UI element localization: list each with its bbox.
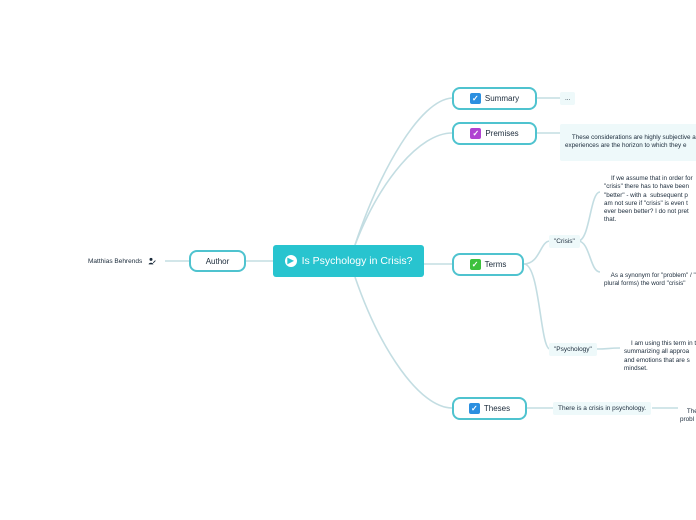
theses-child-node[interactable]: There is a crisis in psychology. — [553, 402, 652, 415]
connector-premises — [354, 132, 453, 246]
branch-summary[interactable]: ✓ Summary — [452, 87, 537, 110]
terms-crisis-node[interactable]: "Crisis" — [549, 235, 580, 248]
premises-child-node[interactable]: These considerations are highly subjecti… — [560, 124, 696, 161]
theses-grandchild-text: The " probl — [680, 408, 696, 424]
crisis-definition-text: If we assume that in order for "crisis" … — [604, 175, 693, 224]
person-edit-icon — [148, 257, 156, 265]
connector-summary — [354, 97, 453, 246]
branch-theses[interactable]: ✓ Theses — [452, 397, 527, 420]
summary-child-text: ... — [565, 95, 571, 102]
summary-child-node[interactable]: ... — [560, 92, 576, 105]
psychology-definition-text: I am using this term in t summarizing al… — [624, 340, 696, 372]
author-name-node[interactable]: Matthias Behrends — [88, 255, 168, 267]
checkbox-checked-icon[interactable]: ✓ — [468, 403, 480, 414]
central-topic[interactable]: ▶ Is Psychology in Crisis? — [273, 245, 424, 277]
central-topic-icon: ▶ — [284, 255, 297, 267]
crisis-synonym-node[interactable]: As a synonym for "problem" / " plural fo… — [604, 264, 696, 297]
checkbox-checked-icon[interactable]: ✓ — [470, 128, 482, 139]
branch-theses-label: Theses — [483, 404, 511, 413]
branch-terms[interactable]: ✓ Terms — [452, 253, 524, 276]
branch-terms-label: Terms — [484, 260, 507, 269]
theses-grandchild-node[interactable]: The " probl — [680, 400, 696, 433]
connector-terms-psychology — [523, 263, 551, 350]
branch-premises-label: Premises — [485, 129, 519, 138]
theses-child-text: There is a crisis in psychology. — [558, 405, 647, 412]
psychology-definition-node[interactable]: I am using this term in t summarizing al… — [624, 332, 696, 381]
crisis-definition-node[interactable]: If we assume that in order for "crisis" … — [604, 167, 696, 233]
author-node[interactable]: Author — [189, 250, 246, 272]
terms-crisis-label: "Crisis" — [554, 238, 575, 245]
connector-crisis-child1 — [577, 191, 601, 242]
author-label: Author — [205, 256, 230, 266]
terms-psychology-label: "Psychology" — [554, 346, 592, 353]
author-name: Matthias Behrends — [88, 257, 143, 265]
checkbox-checked-icon[interactable]: ✓ — [469, 93, 481, 104]
branch-premises[interactable]: ✓ Premises — [452, 122, 537, 145]
connector-terms-crisis — [523, 240, 551, 265]
branch-summary-label: Summary — [484, 94, 520, 103]
connector-crisis-child2 — [577, 240, 601, 273]
connector-psychology-child — [596, 347, 621, 350]
checkbox-checked-icon[interactable]: ✓ — [469, 259, 481, 270]
terms-psychology-node[interactable]: "Psychology" — [549, 343, 597, 356]
premises-child-text: These considerations are highly subjecti… — [565, 134, 696, 150]
connector-theses — [354, 276, 453, 409]
central-topic-title: Is Psychology in Crisis? — [301, 255, 413, 267]
crisis-synonym-text: As a synonym for "problem" / " plural fo… — [604, 272, 696, 288]
